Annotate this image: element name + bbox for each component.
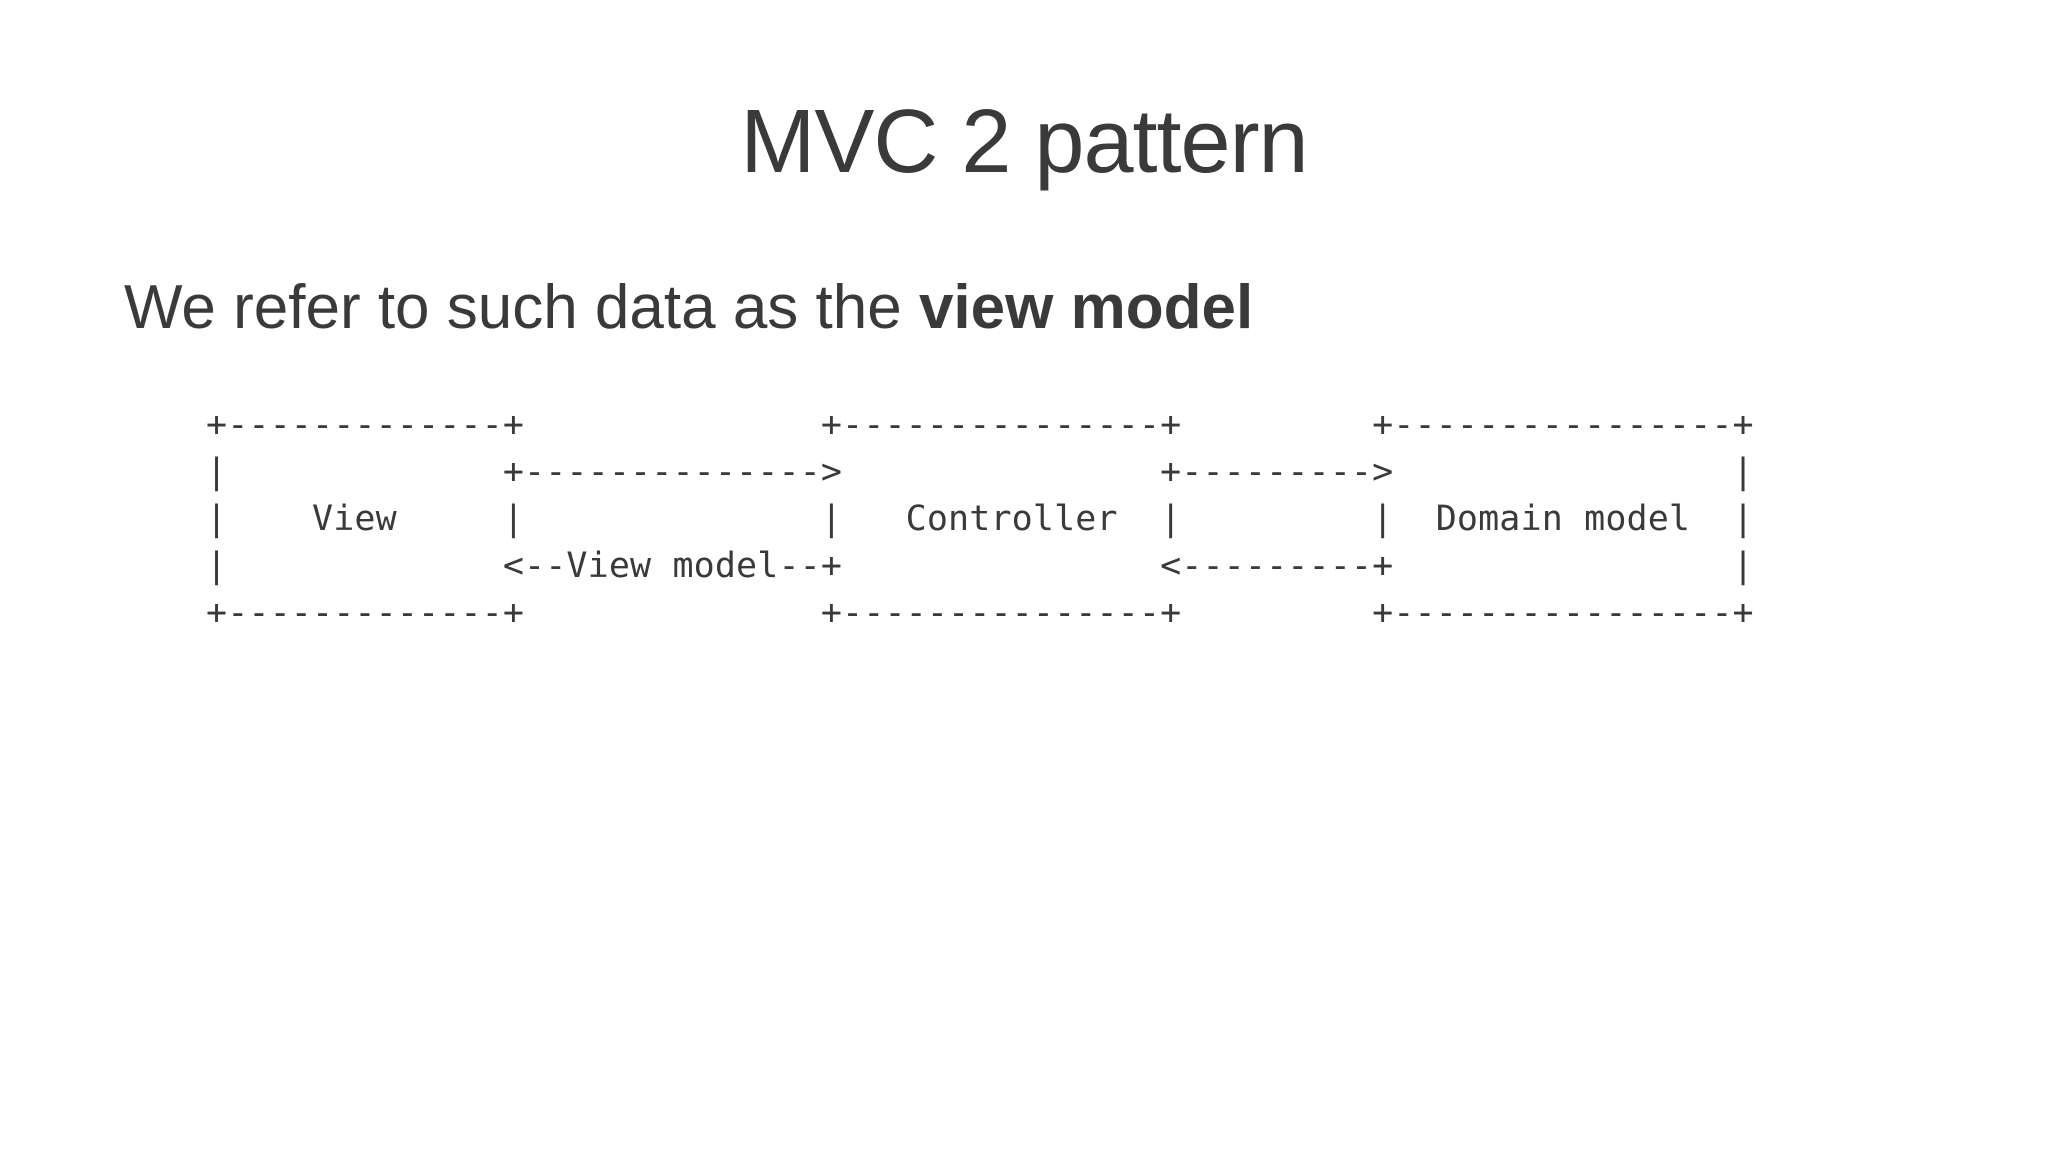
- body-bold-text: view model: [918, 273, 1254, 342]
- ascii-diagram: +-------------+ +---------------+ +-----…: [206, 405, 1754, 633]
- body-paragraph: We refer to such data as the view model: [124, 277, 1253, 339]
- body-text: We refer to such data as the: [124, 273, 919, 342]
- slide-title: MVC 2 pattern: [740, 92, 1308, 192]
